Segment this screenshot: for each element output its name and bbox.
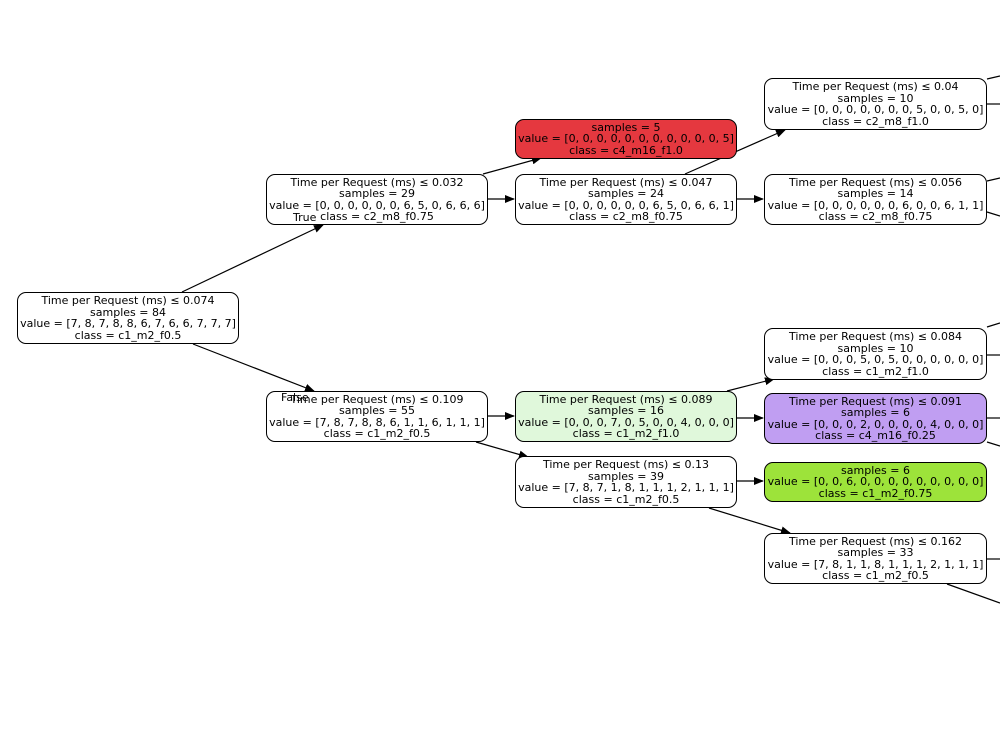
edge-offscreen [946, 583, 1000, 604]
edge-label-true: True [293, 211, 317, 224]
edge-label-false: False [281, 391, 309, 404]
node-class: class = c1_m2_f0.5 [323, 427, 431, 440]
tree-node-right-left: Time per Request (ms) ≤ 0.089 samples = … [515, 391, 737, 442]
edge-root-right [192, 343, 315, 392]
edge-offscreen [986, 441, 1000, 447]
node-samples: samples = 14 [837, 187, 914, 200]
node-value: value = [0, 0, 0, 0, 0, 0, 6, 5, 0, 6, 6… [518, 198, 734, 212]
node-class: class = c1_m2_f1.0 [822, 364, 929, 378]
node-condition: Time per Request (ms) ≤ 0.091 [788, 394, 963, 408]
edge-root-left [181, 224, 324, 293]
node-class: class = c2_m8_f1.0 [822, 114, 929, 128]
node-class: class = c1_m2_f0.75 [818, 486, 933, 500]
node-value: value = [7, 8, 7, 1, 8, 1, 1, 1, 2, 1, 1… [518, 481, 734, 494]
node-class: class = c1_m2_f0.5 [822, 569, 929, 582]
node-class: class = c4_m16_f1.0 [569, 143, 683, 157]
edge-offscreen [986, 322, 1000, 328]
node-class: class = c2_m8_f0.75 [320, 210, 434, 223]
tree-node-right: Time per Request (ms) ≤ 0.109 samples = … [266, 391, 488, 442]
node-class: class = c4_m16_f0.25 [815, 429, 936, 442]
tree-node-rr-right: Time per Request (ms) ≤ 0.162 samples = … [764, 533, 987, 584]
node-samples: samples = 33 [837, 546, 914, 559]
node-samples: samples = 16 [588, 404, 664, 417]
node-value: value = [0, 0, 0, 0, 0, 0, 0, 0, 0, 0, 0… [518, 132, 734, 146]
node-samples: samples = 55 [339, 404, 415, 417]
tree-node-leaf-green: samples = 6 value = [0, 0, 6, 0, 0, 0, 0… [764, 462, 987, 502]
node-class: class = c2_m8_f0.75 [818, 210, 933, 223]
node-condition: Time per Request (ms) ≤ 0.162 [788, 534, 963, 548]
node-value: value = [0, 0, 0, 7, 0, 5, 0, 0, 4, 0, 0… [518, 415, 734, 429]
node-value: value = [0, 0, 0, 0, 0, 0, 6, 0, 0, 6, 1… [767, 198, 984, 212]
tree-node-right-right: Time per Request (ms) ≤ 0.13 samples = 3… [515, 456, 737, 508]
tree-node-left: Time per Request (ms) ≤ 0.032 samples = … [266, 174, 488, 225]
node-value: value = [7, 8, 7, 8, 8, 6, 7, 6, 6, 7, 7… [20, 317, 236, 330]
node-condition: Time per Request (ms) ≤ 0.056 [788, 175, 963, 189]
tree-node-rl-left: Time per Request (ms) ≤ 0.084 samples = … [764, 328, 987, 380]
edge-right-right [475, 441, 529, 459]
edge-offscreen [986, 211, 1000, 217]
node-samples: samples = 6 [841, 406, 910, 419]
node-condition: Time per Request (ms) ≤ 0.047 [539, 175, 713, 189]
edge-left-left [482, 156, 542, 175]
node-value: value = [0, 0, 0, 5, 0, 5, 0, 0, 0, 0, 0… [767, 353, 984, 366]
node-class: class = c1_m2_f1.0 [572, 427, 680, 440]
tree-node-leaf-red: samples = 5 value = [0, 0, 0, 0, 0, 0, 0… [515, 119, 737, 159]
node-class: class = c2_m8_f0.75 [569, 210, 683, 223]
edge-offscreen [986, 177, 1000, 182]
node-samples: samples = 10 [837, 341, 914, 355]
node-samples: samples = 29 [339, 187, 415, 200]
edge-rl-left [726, 377, 775, 392]
node-condition: Time per Request (ms) ≤ 0.109 [290, 392, 464, 406]
edge-rr-right [708, 507, 791, 535]
node-samples: samples = 24 [588, 187, 664, 200]
node-samples: samples = 84 [90, 305, 166, 319]
node-samples: samples = 39 [588, 469, 664, 483]
node-samples: samples = 5 [591, 120, 661, 134]
node-condition: Time per Request (ms) ≤ 0.04 [792, 80, 959, 93]
node-value: value = [0, 0, 0, 0, 0, 0, 0, 5, 0, 0, 5… [767, 103, 984, 116]
node-value: value = [0, 0, 0, 2, 0, 0, 0, 0, 4, 0, 0… [767, 417, 984, 431]
node-samples: samples = 10 [837, 91, 914, 105]
tree-node-rl-right-purple: Time per Request (ms) ≤ 0.091 samples = … [764, 393, 987, 444]
tree-node-lr-left: Time per Request (ms) ≤ 0.04 samples = 1… [764, 78, 987, 130]
tree-node-lr-right: Time per Request (ms) ≤ 0.056 samples = … [764, 174, 987, 225]
tree-node-root: Time per Request (ms) ≤ 0.074 samples = … [17, 292, 239, 344]
node-condition: Time per Request (ms) ≤ 0.089 [539, 392, 713, 406]
node-class: class = c1_m2_f0.5 [572, 492, 680, 506]
node-condition: Time per Request (ms) ≤ 0.13 [542, 458, 710, 471]
node-class: class = c1_m2_f0.5 [74, 328, 182, 342]
node-value: value = [0, 0, 6, 0, 0, 0, 0, 0, 0, 0, 0… [767, 475, 984, 489]
node-value: value = [7, 8, 1, 1, 8, 1, 1, 1, 2, 1, 1… [767, 557, 984, 571]
tree-node-left-right: Time per Request (ms) ≤ 0.047 samples = … [515, 174, 737, 225]
node-condition: Time per Request (ms) ≤ 0.032 [290, 175, 464, 189]
node-condition: Time per Request (ms) ≤ 0.084 [788, 330, 963, 343]
edge-offscreen [986, 75, 1000, 80]
node-samples: samples = 6 [841, 463, 910, 477]
node-condition: Time per Request (ms) ≤ 0.074 [41, 294, 215, 307]
node-value: value = [7, 8, 7, 8, 8, 6, 1, 1, 6, 1, 1… [269, 415, 485, 429]
node-value: value = [0, 0, 0, 0, 0, 0, 6, 5, 0, 6, 6… [269, 198, 485, 212]
